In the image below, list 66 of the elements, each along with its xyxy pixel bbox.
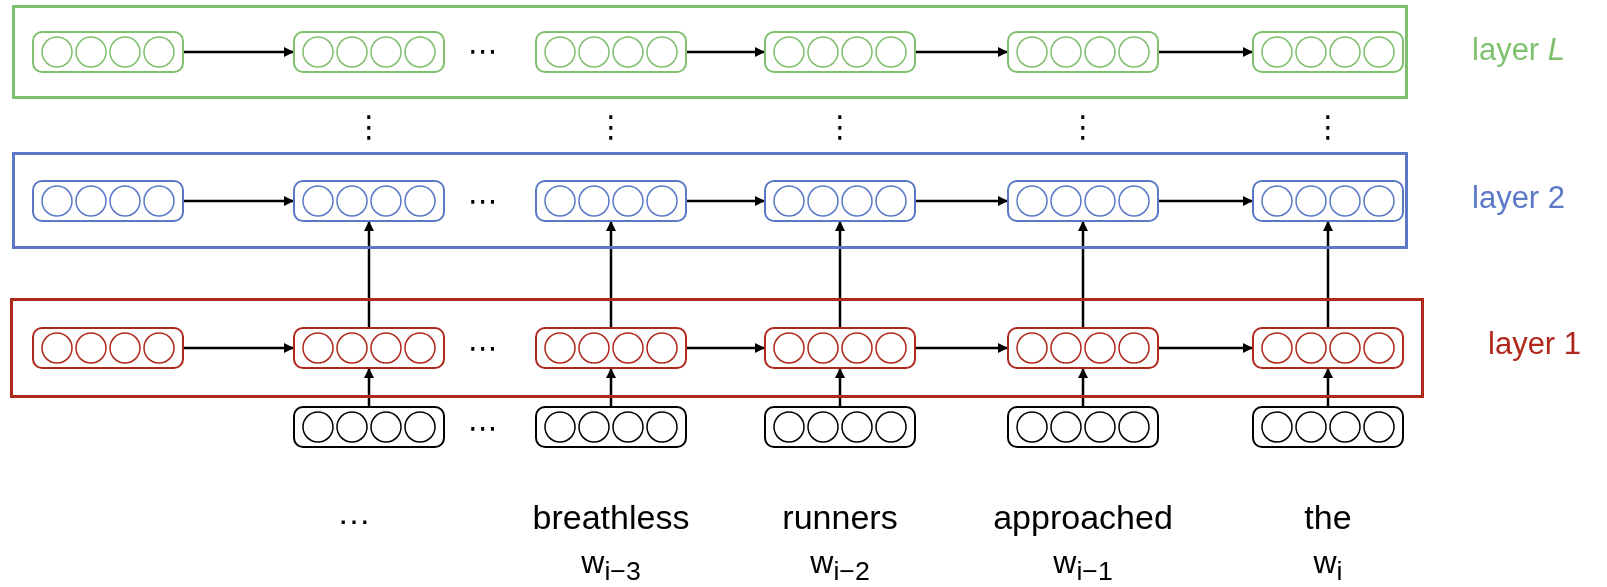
arrow xyxy=(606,221,616,327)
input-word: runners xyxy=(782,498,898,537)
vector-box xyxy=(535,327,687,369)
arrow xyxy=(364,221,374,327)
vector-box xyxy=(32,327,184,369)
word-symbol: w$_{i−1}$ xyxy=(1053,544,1113,587)
vector-box xyxy=(293,180,445,222)
arrow xyxy=(687,343,765,353)
vector-box xyxy=(1007,406,1159,448)
arrow xyxy=(184,47,294,57)
vector-box xyxy=(535,31,687,73)
arrow xyxy=(1159,343,1253,353)
ellipsis: ⋯ xyxy=(468,32,498,68)
arrow xyxy=(916,196,1008,206)
ellipsis: ⋯ xyxy=(468,329,498,365)
vector-box xyxy=(293,31,445,73)
input-word: the xyxy=(1304,498,1352,537)
layer-label: layer L xyxy=(1472,32,1566,68)
word-symbol: w$_{i−3}$ xyxy=(581,544,641,587)
vector-box xyxy=(1252,327,1404,369)
arrow xyxy=(1323,221,1333,327)
arrow xyxy=(1159,196,1253,206)
input-word: breathless xyxy=(532,498,690,537)
vector-box xyxy=(764,327,916,369)
vector-box xyxy=(1252,406,1404,448)
vector-box xyxy=(764,406,916,448)
vector-box xyxy=(1252,31,1404,73)
vector-box xyxy=(32,180,184,222)
vector-box xyxy=(1007,31,1159,73)
vector-box xyxy=(1007,180,1159,222)
arrow xyxy=(835,368,845,406)
vector-box xyxy=(1252,180,1404,222)
arrow xyxy=(1159,47,1253,57)
word-symbol: w$_{i}$ xyxy=(1313,544,1343,587)
arrow xyxy=(606,368,616,406)
arrow xyxy=(1323,368,1333,406)
ellipsis: … xyxy=(337,492,371,532)
ellipsis: ⋮ xyxy=(825,108,855,144)
vector-box xyxy=(764,180,916,222)
arrow xyxy=(184,196,294,206)
vector-box xyxy=(1007,327,1159,369)
ellipsis: ⋮ xyxy=(354,108,384,144)
layer-label: layer 2 xyxy=(1472,180,1566,216)
arrow xyxy=(687,47,765,57)
arrow xyxy=(687,196,765,206)
vector-box xyxy=(535,180,687,222)
ellipsis: ⋯ xyxy=(468,409,498,445)
vector-box xyxy=(764,31,916,73)
vector-box xyxy=(535,406,687,448)
layer-label: layer 1 xyxy=(1488,326,1582,362)
arrow xyxy=(184,343,294,353)
arrow xyxy=(835,221,845,327)
vector-box xyxy=(293,327,445,369)
ellipsis: ⋮ xyxy=(1068,108,1098,144)
arrow xyxy=(364,368,374,406)
ellipsis: ⋮ xyxy=(1313,108,1343,144)
arrow xyxy=(916,343,1008,353)
ellipsis: ⋮ xyxy=(596,108,626,144)
vector-box xyxy=(293,406,445,448)
arrow xyxy=(1078,368,1088,406)
ellipsis: ⋯ xyxy=(468,182,498,218)
arrow xyxy=(916,47,1008,57)
word-symbol: w$_{i−2}$ xyxy=(810,544,870,587)
arrow xyxy=(1078,221,1088,327)
input-word: approached xyxy=(993,498,1173,537)
vector-box xyxy=(32,31,184,73)
